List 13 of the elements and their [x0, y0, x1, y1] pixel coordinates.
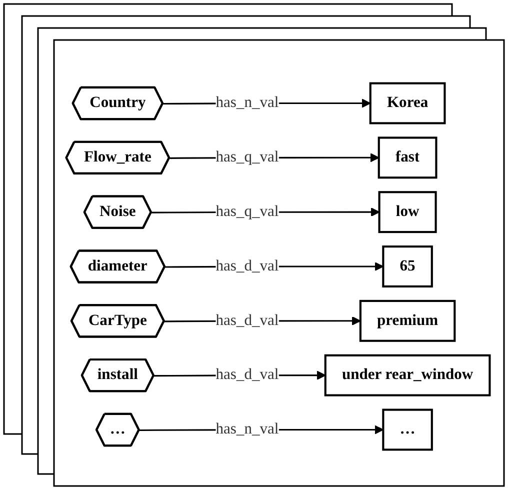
attribute-hexagon: diameter: [70, 249, 166, 283]
attribute-hexagon: Country: [72, 86, 164, 120]
value-box: under rear_window: [324, 354, 491, 396]
value-box: low: [378, 190, 437, 233]
value-box: Korea: [369, 82, 446, 124]
attribute-hexagon: CarType: [70, 304, 165, 338]
value-box: …: [382, 408, 433, 450]
value-box: 65: [382, 245, 433, 287]
attribute-hexagon: Noise: [83, 194, 152, 228]
attribute-hexagon: Flow_rate: [65, 140, 170, 174]
value-box: fast: [378, 136, 438, 178]
attribute-hexagon: install: [80, 358, 154, 392]
value-box: premium: [359, 299, 456, 342]
